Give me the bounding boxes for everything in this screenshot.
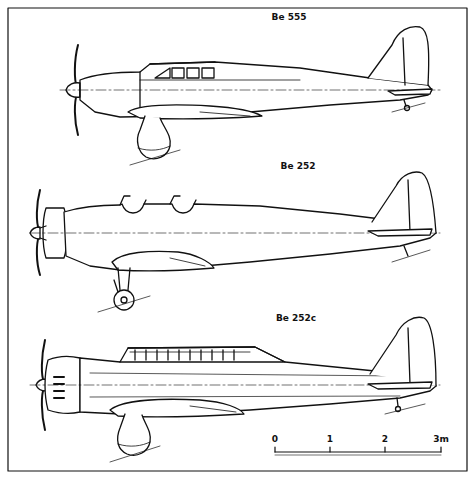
be252c-profile (30, 317, 440, 462)
be555-profile (60, 27, 440, 165)
aircraft-title: Be 555 (272, 13, 307, 22)
scale-number: 1 (327, 435, 333, 444)
scale-number: 0 (272, 435, 278, 444)
aircraft-title: Be 252c (276, 314, 316, 323)
scale-number: 2 (382, 435, 388, 444)
scale-bar (275, 447, 441, 455)
be252-profile (30, 172, 440, 312)
aircraft-title: Be 252 (281, 162, 316, 171)
frame (8, 8, 467, 471)
scale-number: 3m (433, 435, 449, 444)
